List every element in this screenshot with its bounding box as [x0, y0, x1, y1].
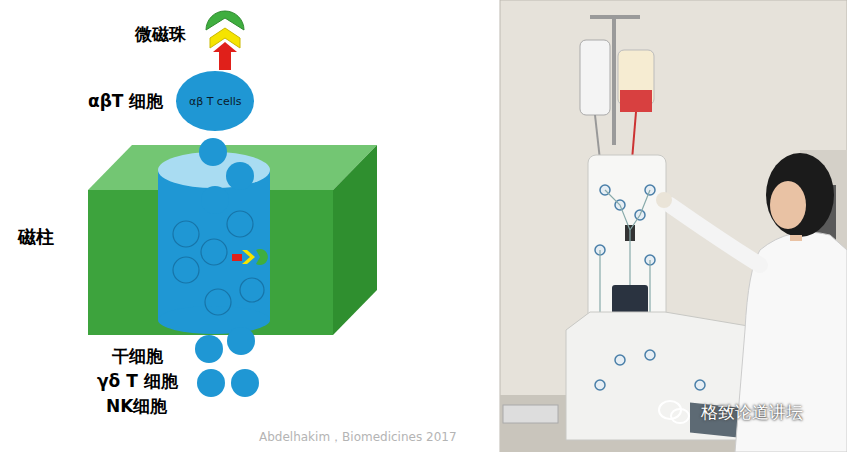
wechat-icon	[659, 401, 689, 423]
caption: Abdelhakim，Biomedicines 2017	[259, 429, 457, 446]
column-top	[88, 145, 377, 190]
bead-label: 微磁珠	[135, 23, 186, 46]
magnetic-bead	[206, 11, 244, 30]
watermark: 格致论道讲坛	[701, 401, 803, 424]
cell	[231, 369, 259, 397]
antibody-stem-head	[213, 42, 237, 52]
cell-label: αβT 细胞	[88, 90, 163, 113]
trapped-cells	[173, 211, 264, 315]
bound-antibody	[232, 254, 242, 261]
column-label: 磁柱	[18, 225, 54, 249]
cell	[227, 327, 255, 355]
cell-label: γδ T 细胞	[97, 370, 178, 393]
cell	[197, 369, 225, 397]
cell	[201, 186, 229, 214]
cylinder-bottom	[158, 306, 270, 334]
device-photo	[500, 0, 847, 452]
cell	[195, 335, 223, 363]
cell-label: 干细胞	[112, 345, 163, 368]
column-side	[333, 145, 377, 335]
cell-label: NK细胞	[106, 395, 167, 418]
cell	[226, 162, 254, 190]
bound-chevron	[242, 250, 255, 264]
cell-text: αβ T cells	[189, 95, 242, 108]
cell	[199, 138, 227, 166]
cell-circle: αβ T cells	[176, 71, 254, 131]
bound-bead	[256, 249, 268, 265]
cylinder-body	[158, 170, 270, 320]
